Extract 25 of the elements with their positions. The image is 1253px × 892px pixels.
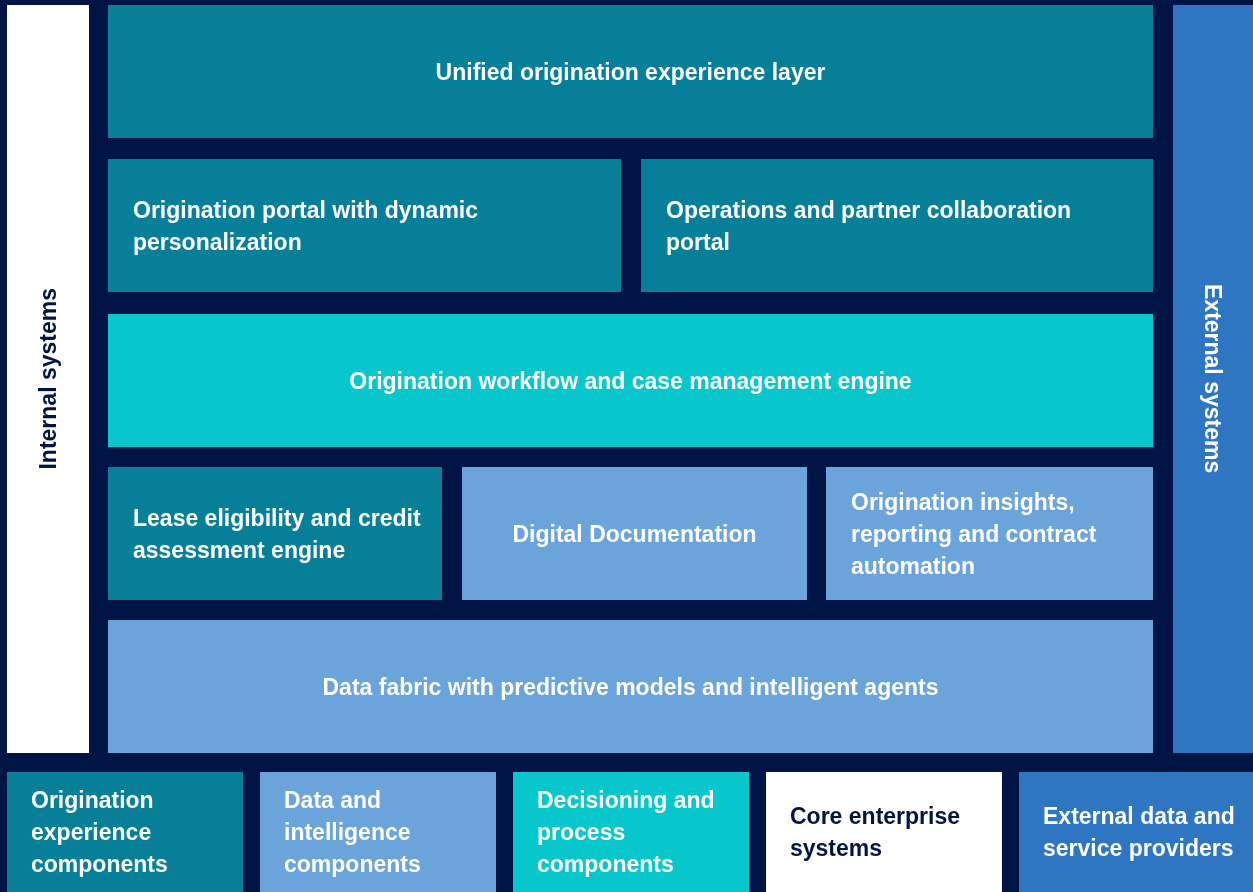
block-label: Origination insights, reporting and contract automation — [851, 487, 1098, 581]
component-block — [641, 159, 1153, 292]
block-label: External systems — [1199, 284, 1227, 474]
legend-label: Core enterprise systems — [790, 802, 961, 863]
block-label: Operations and partner collaboration portal — [666, 195, 1073, 257]
legend-label: Decisioning and process components — [537, 786, 716, 879]
component-block — [826, 467, 1153, 600]
side-panel — [1173, 5, 1253, 753]
legend-label: Data and intelligence components — [284, 786, 422, 879]
block-label: Digital Documentation — [512, 519, 757, 549]
component-block — [462, 467, 807, 600]
block-label: Lease eligibility and credit assessment engine — [133, 503, 422, 565]
block-label: Origination portal with dynamic personalization — [133, 195, 480, 257]
side-panel — [7, 5, 89, 753]
block-label: Internal systems — [34, 288, 62, 470]
component-block — [108, 314, 1153, 447]
block-label: Data fabric with predictive models and intelligent agents — [322, 672, 939, 702]
component-block — [108, 467, 442, 600]
legend-label: Origination experience components — [31, 786, 169, 879]
component-block — [108, 159, 621, 292]
block-label: Origination workflow and case management engine — [349, 366, 912, 396]
component-block — [108, 5, 1153, 138]
component-block — [108, 620, 1153, 753]
legend-label: External data and service providers — [1043, 802, 1236, 863]
block-label: Unified origination experience layer — [435, 57, 826, 87]
